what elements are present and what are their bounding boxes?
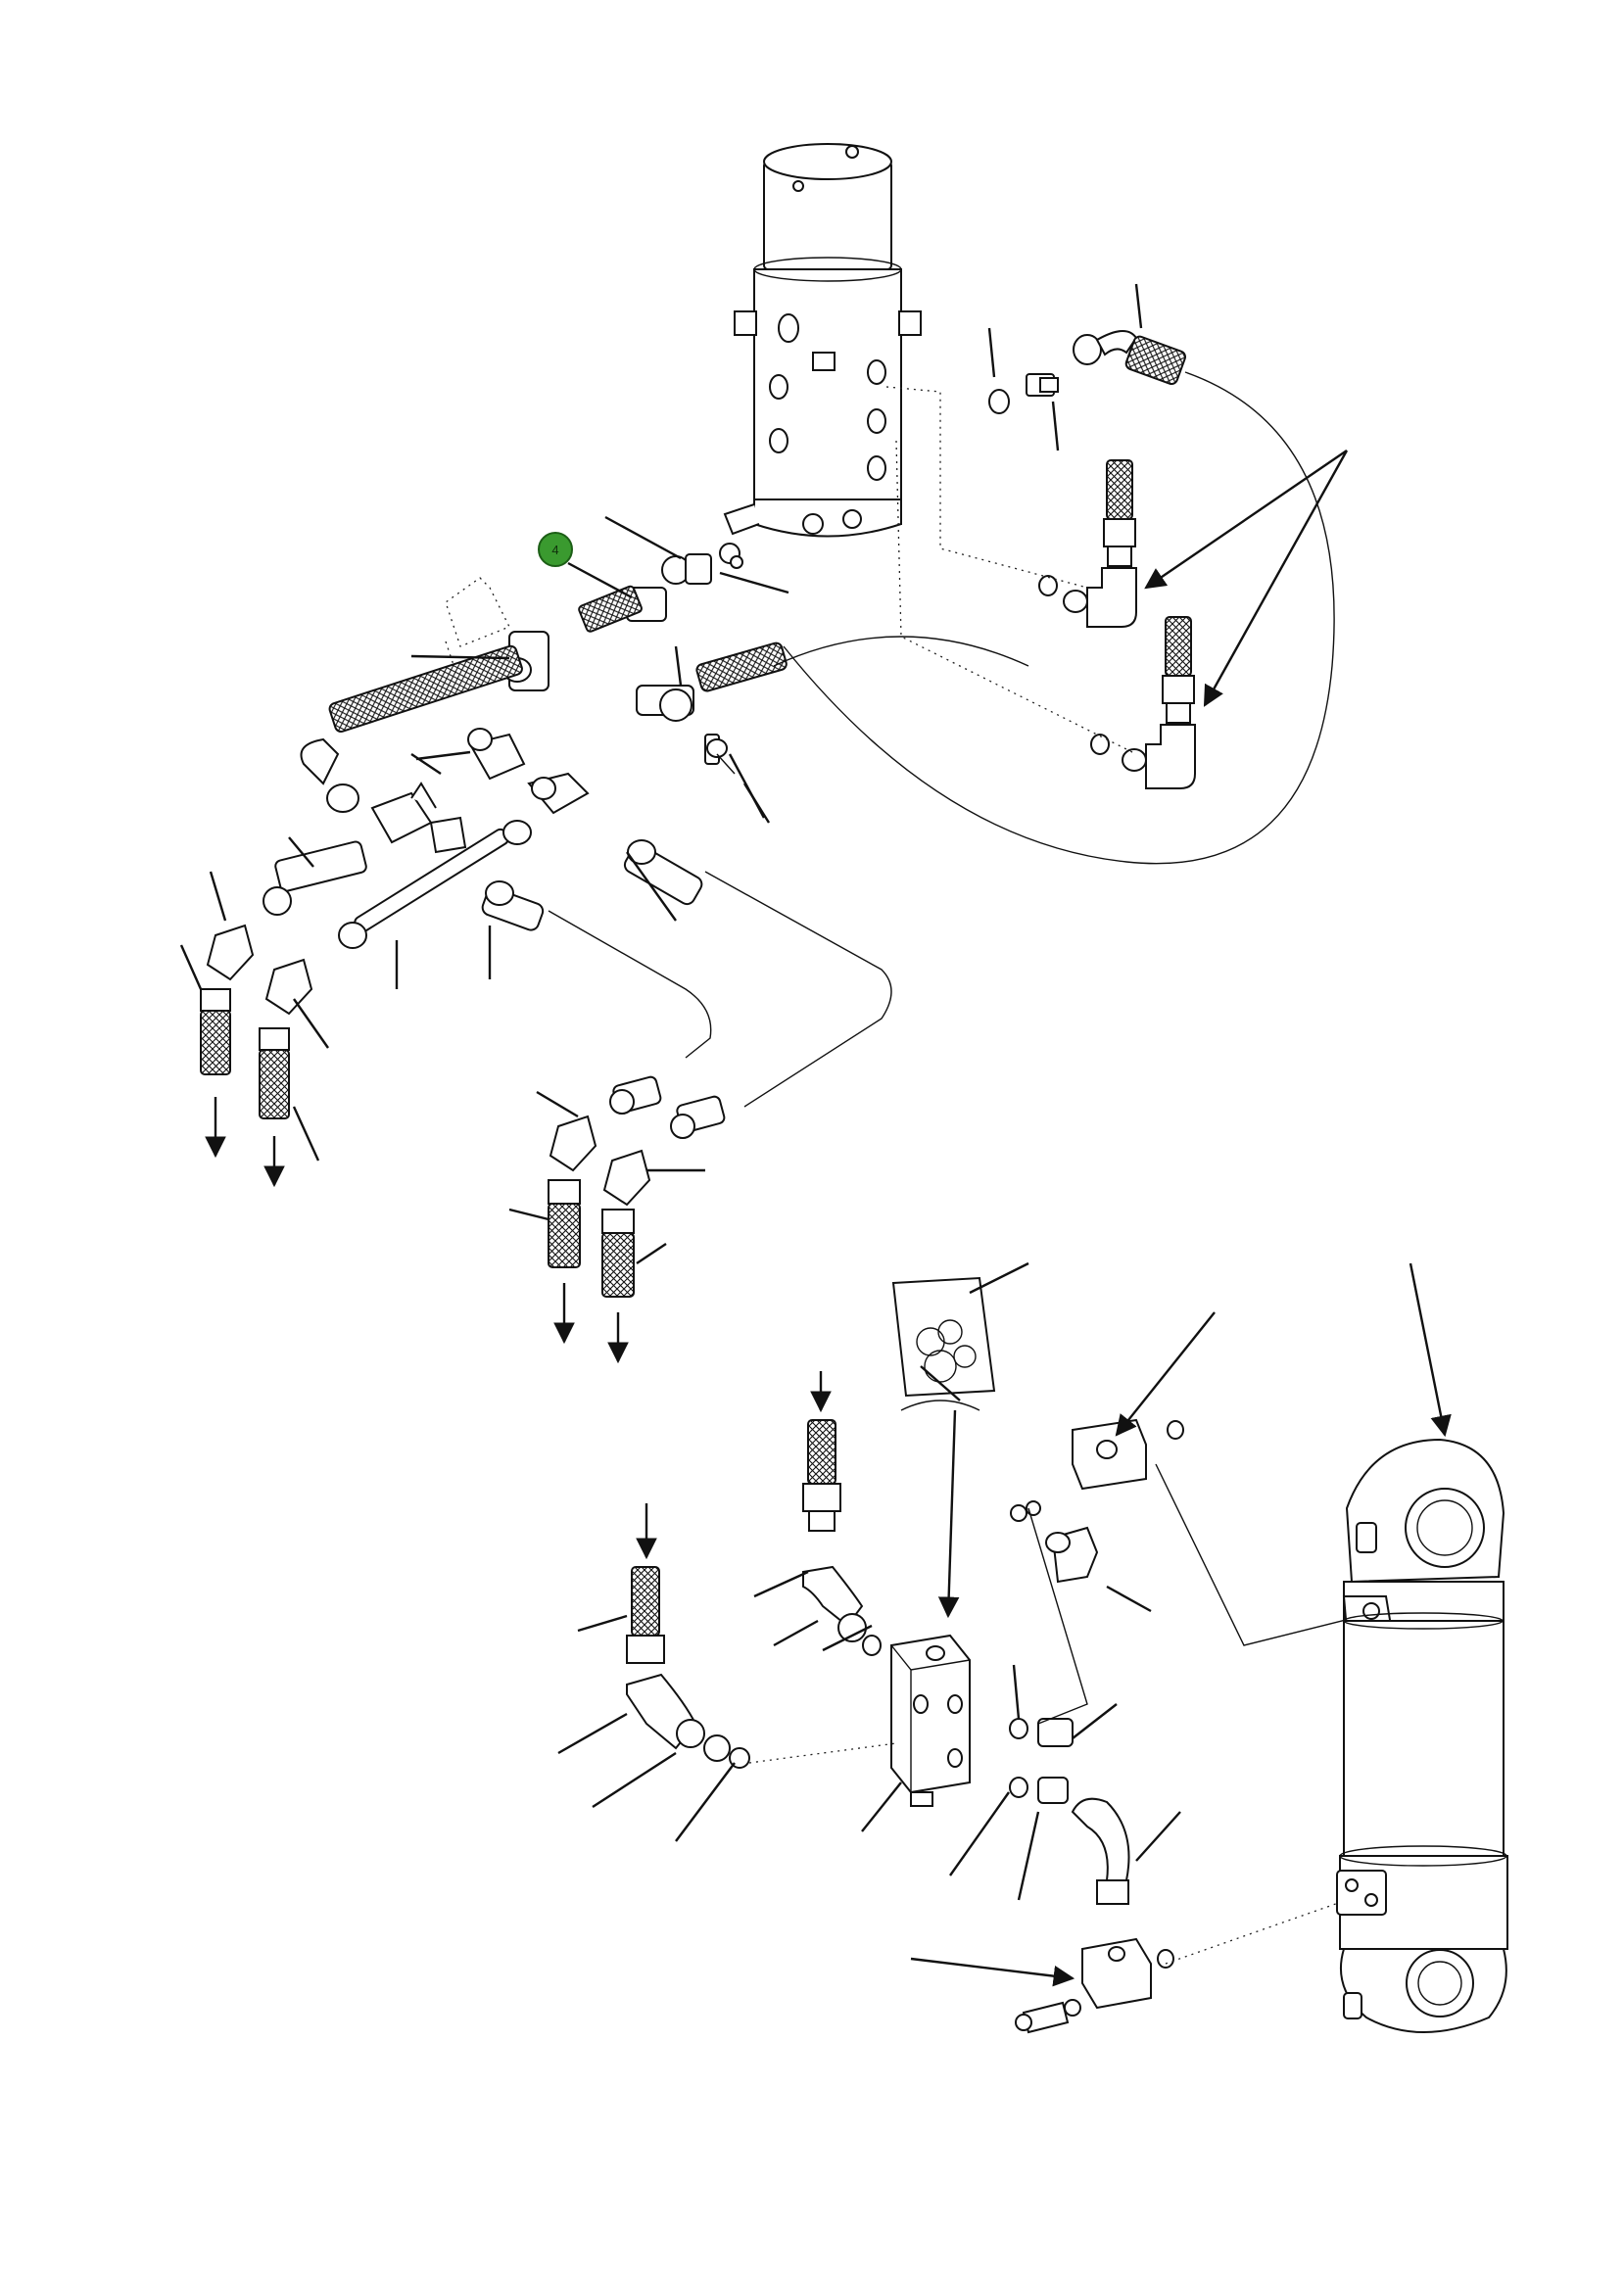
- left-drop-assemblies: [179, 753, 677, 1188]
- callout-label: 4: [551, 543, 558, 557]
- callout-badge[interactable]: 4: [538, 532, 573, 567]
- middle-drop-assemblies: [508, 1075, 726, 1364]
- right-elbow-fittings: [885, 386, 1349, 789]
- upper-left-manifold-lines: [263, 543, 1029, 1108]
- hydraulic-cylinder: [1336, 1262, 1508, 2033]
- misc-fasteners: [706, 555, 771, 824]
- valve-block-group: [557, 1311, 1362, 2034]
- seal-kit-bag: [891, 1261, 1029, 1619]
- rotary-manifold: [723, 143, 922, 538]
